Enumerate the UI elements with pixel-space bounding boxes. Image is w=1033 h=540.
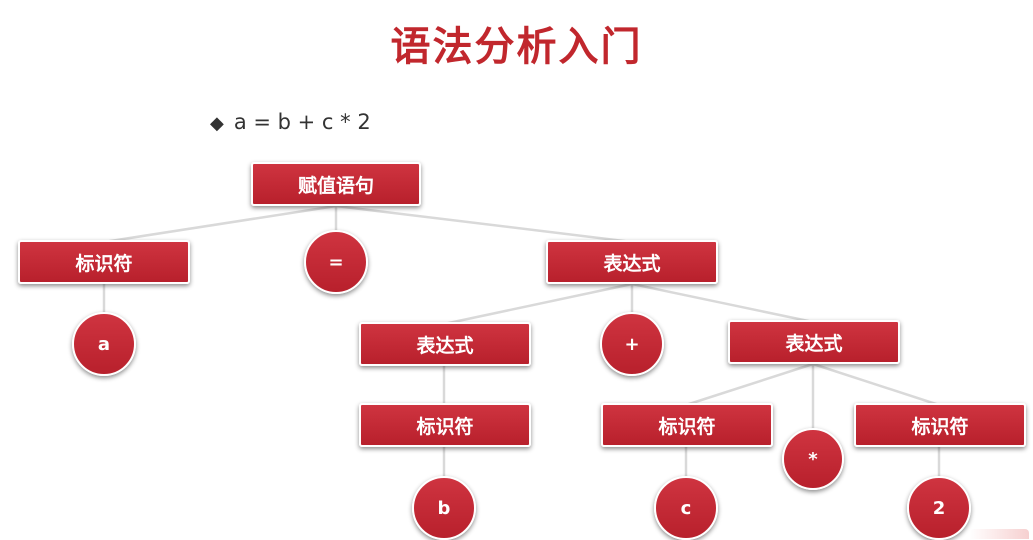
corner-logo-fragment — [969, 529, 1029, 539]
node-expression: 表达式 — [546, 240, 718, 284]
edge-expression-right — [631, 282, 814, 324]
node-leaf-b: b — [412, 476, 476, 540]
node-plus-operator: + — [600, 312, 664, 376]
node-leaf-a: a — [72, 312, 136, 376]
node-identifier-c: 标识符 — [601, 403, 773, 447]
node-identifier-2: 标识符 — [854, 403, 1026, 447]
edge-root-expression — [335, 204, 633, 244]
diamond-bullet-icon: ◆ — [210, 113, 224, 134]
node-identifier: 标识符 — [18, 240, 190, 284]
edge-expression-left — [443, 282, 633, 326]
edge-root-identifier — [103, 204, 337, 244]
node-left-identifier: 标识符 — [359, 403, 531, 447]
node-leaf-2: 2 — [907, 476, 971, 540]
node-right-expression: 表达式 — [728, 320, 900, 364]
node-leaf-c: c — [654, 476, 718, 540]
slide-title: 语法分析入门 — [390, 24, 643, 70]
edge-right-expr-identifier-2 — [812, 362, 940, 407]
edge-right-expr-identifier-c — [685, 362, 814, 407]
node-assignment-statement: 赋值语句 — [251, 162, 421, 206]
node-times-operator: * — [782, 428, 844, 490]
node-left-expression: 表达式 — [359, 322, 531, 366]
node-assign-operator: = — [304, 230, 368, 294]
expression-bullet: ◆ a = b + c * 2 — [210, 110, 371, 134]
expression-text: a = b + c * 2 — [233, 110, 371, 134]
